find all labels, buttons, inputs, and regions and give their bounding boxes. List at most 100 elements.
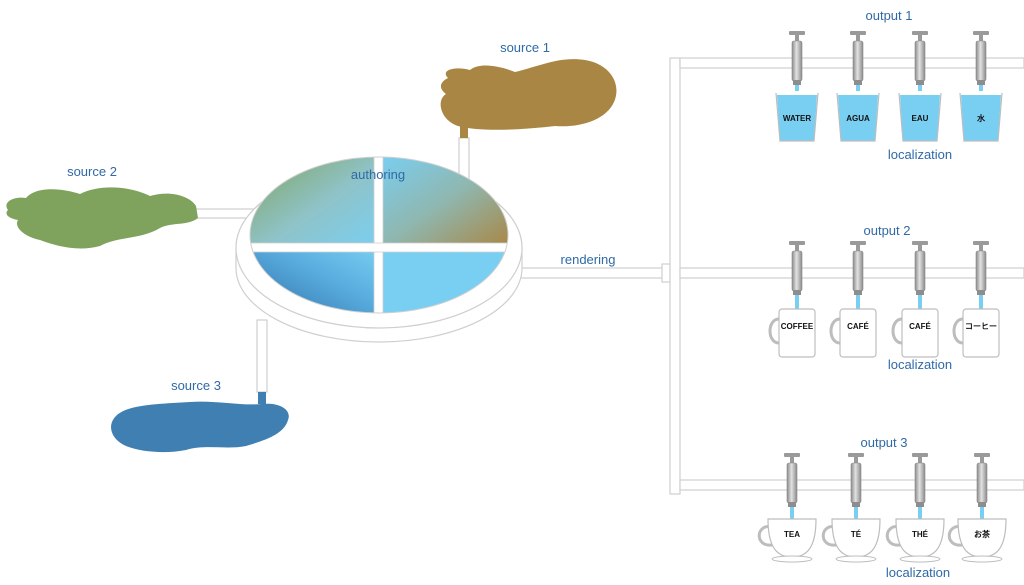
source-2-label: source 2 bbox=[67, 164, 117, 179]
tap-icon bbox=[973, 31, 989, 85]
output-1-title: output 1 bbox=[866, 8, 913, 23]
vessel-label: THÉ bbox=[912, 530, 929, 539]
source-2: source 2 bbox=[6, 164, 198, 249]
water-stream bbox=[790, 507, 794, 519]
mug-icon bbox=[778, 308, 816, 358]
output-1-item-2: AGUA bbox=[836, 31, 880, 142]
output-2-localization: localization bbox=[888, 357, 952, 372]
tap-icon bbox=[912, 31, 928, 85]
tap-icon bbox=[850, 31, 866, 85]
mug-handle bbox=[768, 317, 780, 345]
basin-divider-vertical bbox=[373, 157, 384, 313]
pipe-branch-2 bbox=[679, 267, 1024, 279]
vessel-label: コーヒー bbox=[965, 322, 997, 331]
source-3-outlet bbox=[258, 392, 266, 404]
water-stream bbox=[918, 85, 922, 91]
rendering-label: rendering bbox=[561, 252, 616, 267]
tap-icon bbox=[784, 453, 800, 507]
tap-icon bbox=[789, 241, 805, 295]
teacup-saucer bbox=[771, 555, 813, 563]
authoring-tank: authoring bbox=[235, 156, 523, 343]
source-1-label: source 1 bbox=[500, 40, 550, 55]
water-stream bbox=[918, 295, 922, 309]
output-1: output 1 localization WATER AGUA EAU 水 bbox=[775, 8, 1003, 162]
vessel-label: AGUA bbox=[846, 114, 870, 123]
water-stream bbox=[856, 85, 860, 91]
basin-divider-horizontal bbox=[250, 242, 508, 253]
output-3-item-2: TÉ bbox=[821, 453, 881, 563]
vessel-label: EAU bbox=[912, 114, 929, 123]
output-3: output 3 localization TEA TÉ THÉ お茶 bbox=[757, 435, 1007, 580]
source-2-puddle bbox=[6, 187, 198, 249]
vessel-label: 水 bbox=[976, 113, 986, 123]
tap-icon bbox=[912, 241, 928, 295]
vessel-label: TEA bbox=[784, 530, 800, 539]
pipe-rendering bbox=[519, 267, 671, 279]
output-2-item-1: COFFEE bbox=[768, 241, 816, 358]
mug-handle bbox=[891, 317, 903, 345]
outputs: output 1 localization WATER AGUA EAU 水 outp… bbox=[757, 8, 1007, 580]
source-3-label: source 3 bbox=[171, 378, 221, 393]
water-stream bbox=[918, 507, 922, 519]
water-stream bbox=[979, 295, 983, 309]
output-2-item-3: CAFÉ bbox=[891, 241, 939, 358]
output-2-item-2: CAFÉ bbox=[829, 241, 877, 358]
output-3-item-4: お茶 bbox=[947, 453, 1007, 563]
output-1-item-3: EAU bbox=[898, 31, 942, 142]
tap-icon bbox=[912, 453, 928, 507]
glass-water bbox=[961, 95, 1001, 141]
teacup-saucer bbox=[899, 555, 941, 563]
source-3-puddle bbox=[111, 401, 289, 453]
tap-icon bbox=[789, 31, 805, 85]
glass-water bbox=[838, 95, 878, 141]
tap-icon bbox=[848, 453, 864, 507]
mug-icon bbox=[839, 308, 877, 358]
vessel-label: お茶 bbox=[974, 529, 991, 539]
output-3-localization: localization bbox=[886, 565, 950, 580]
glass-icon bbox=[959, 92, 1003, 142]
output-3-title: output 3 bbox=[861, 435, 908, 450]
output-1-item-4: 水 bbox=[959, 31, 1003, 142]
mug-icon bbox=[962, 308, 1000, 358]
glass-icon bbox=[775, 92, 819, 142]
pipe-source-3 bbox=[256, 319, 268, 393]
output-1-localization: localization bbox=[888, 147, 952, 162]
vessel-label: WATER bbox=[783, 114, 812, 123]
vessel-label: CAFÉ bbox=[847, 322, 869, 331]
mug-icon bbox=[901, 308, 939, 358]
output-2-item-4: コーヒー bbox=[952, 241, 1000, 358]
output-3-item-3: THÉ bbox=[885, 453, 945, 563]
mug-handle bbox=[829, 317, 841, 345]
authoring-label: authoring bbox=[351, 167, 405, 182]
vessel-label: COFFEE bbox=[781, 322, 814, 331]
vessel-label: CAFÉ bbox=[909, 322, 931, 331]
source-3: source 3 bbox=[111, 378, 289, 453]
output-1-item-1: WATER bbox=[775, 31, 819, 142]
source-1-puddle bbox=[440, 59, 617, 130]
pipe-joint bbox=[661, 263, 671, 283]
glass-water bbox=[777, 95, 817, 141]
glass-water bbox=[900, 95, 940, 141]
output-3-item-1: TEA bbox=[757, 453, 817, 563]
source-1-outlet bbox=[460, 124, 468, 138]
glass-icon bbox=[836, 92, 880, 142]
vessel-label: TÉ bbox=[851, 530, 862, 539]
glass-icon bbox=[898, 92, 942, 142]
pipe-branch-1 bbox=[679, 57, 1024, 69]
source-1: source 1 bbox=[440, 40, 617, 138]
tap-icon bbox=[973, 241, 989, 295]
mug-handle bbox=[952, 317, 964, 345]
water-stream bbox=[856, 295, 860, 309]
teacup-saucer bbox=[835, 555, 877, 563]
water-stream bbox=[795, 295, 799, 309]
basin-outline bbox=[249, 156, 509, 314]
tap-icon bbox=[974, 453, 990, 507]
tap-icon bbox=[850, 241, 866, 295]
water-stream bbox=[795, 85, 799, 91]
water-stream bbox=[854, 507, 858, 519]
water-stream bbox=[979, 85, 983, 91]
teacup-saucer bbox=[961, 555, 1003, 563]
pipe-distribution bbox=[669, 57, 681, 495]
